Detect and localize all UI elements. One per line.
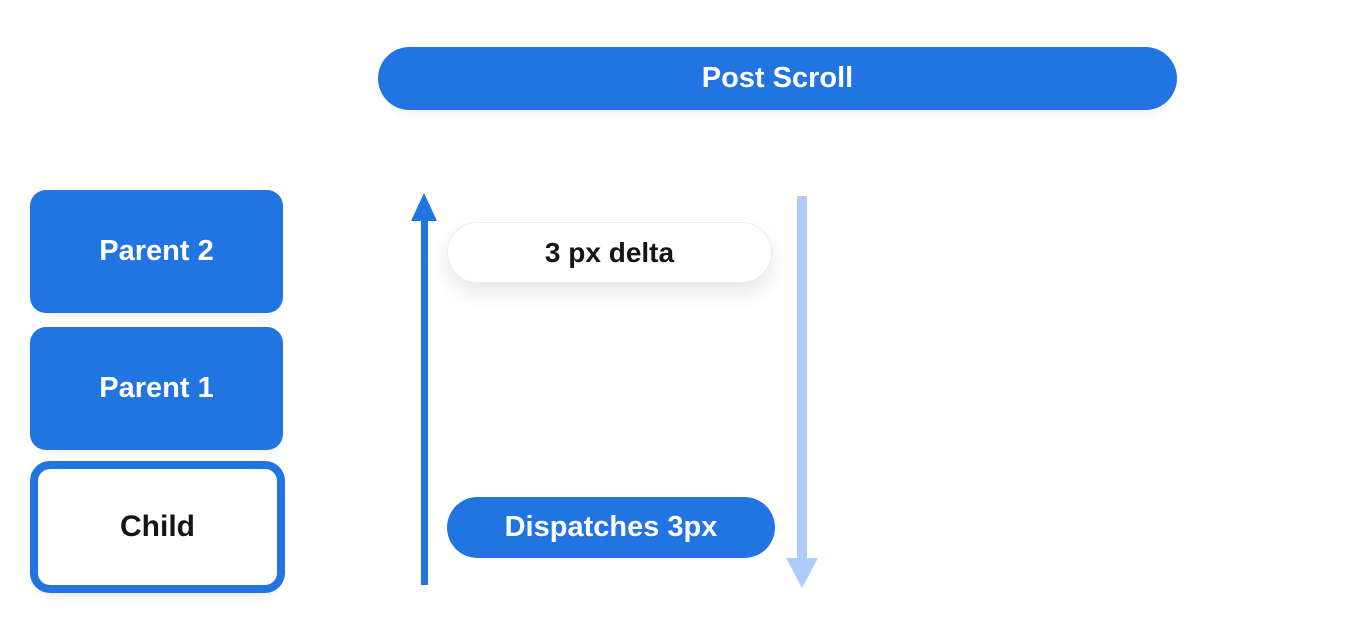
dispatch-pill: Dispatches 3px bbox=[447, 497, 775, 558]
post-scroll-pill: Post Scroll bbox=[378, 47, 1177, 110]
delta-pill: 3 px delta bbox=[447, 222, 772, 283]
arrow-down-shaft bbox=[797, 196, 807, 560]
post-scroll-label: Post Scroll bbox=[701, 62, 854, 94]
parent-2-label: Parent 2 bbox=[99, 235, 214, 267]
parent-2-box: Parent 2 bbox=[30, 190, 283, 313]
arrow-down-icon bbox=[786, 196, 818, 588]
arrow-up-icon bbox=[411, 193, 437, 585]
child-box: Child bbox=[30, 461, 285, 593]
arrow-down-head bbox=[786, 558, 818, 588]
parent-1-box: Parent 1 bbox=[30, 327, 283, 450]
arrow-up-head bbox=[411, 193, 437, 221]
child-label: Child bbox=[120, 510, 195, 543]
delta-label: 3 px delta bbox=[544, 236, 675, 268]
dispatch-label: Dispatches 3px bbox=[504, 511, 718, 543]
arrow-up-shaft bbox=[420, 219, 428, 585]
parent-1-label: Parent 1 bbox=[99, 372, 214, 404]
